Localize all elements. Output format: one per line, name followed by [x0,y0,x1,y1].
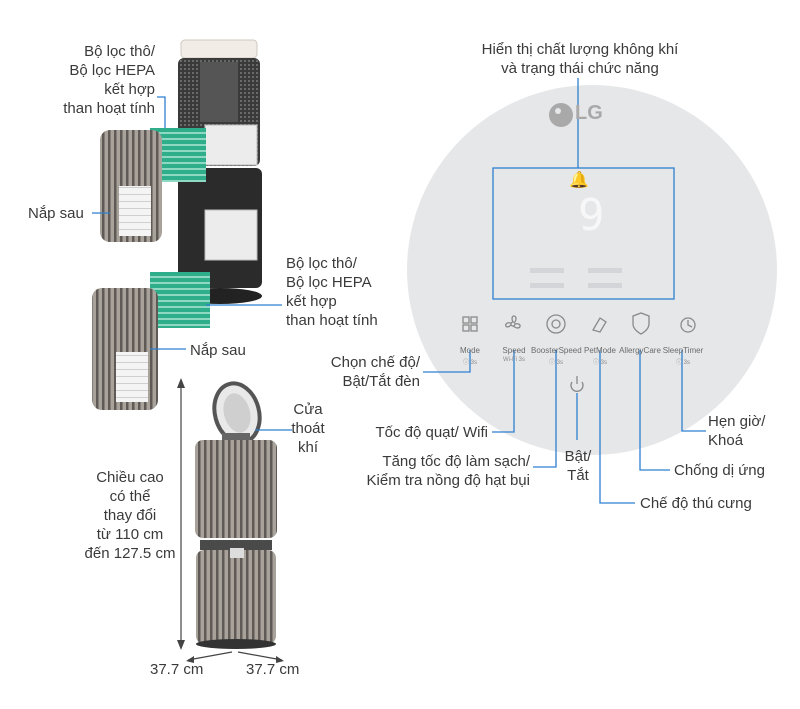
top-filter-line3: kết hợp [104,81,155,98]
allergy-shield-icon [632,312,650,335]
mode-icon [462,316,478,332]
allergy-callout: Chống dị ứng [674,462,765,479]
mid-filter-line3: kết hợp [286,293,337,310]
speed-callout: Tốc độ quạt/ Wifi [375,424,488,441]
outlet-line2: thoát [291,420,325,437]
height-label: Chiều cao có thể thay đổi từ 110 cm đến … [80,468,180,563]
mode-button-label: Mode [459,346,480,355]
top-filter-line1: Bộ lọc thô/ [84,43,155,60]
booster-button-sub: ⓘ 3s [548,360,563,366]
power-icon [570,376,584,392]
mid-filter-line2: Bộ lọc HEPA [286,274,372,291]
timer-callout: Hẹn giờ/ Khoá [708,412,765,450]
mid-filter-line1: Bộ lọc thô/ [286,255,357,272]
pet-callout: Chế độ thú cưng [640,495,752,512]
top-filter-label: Bộ lọc thô/ Bộ lọc HEPA kết hợp than hoạ… [30,42,155,118]
display-label: Hiển thị chất lượng không khí và trạng t… [460,40,700,78]
height-line4: từ 110 cm [96,526,164,543]
mid-filter-line4: than hoạt tính [286,312,378,329]
left-callouts [92,96,292,431]
timer-button-sub: ⓘ 3s [675,360,690,366]
height-line2: có thể [109,488,151,505]
outlet-line3: khí [297,439,318,456]
mode-callout-line2: Bật/Tắt đèn [342,373,420,390]
mode-callout-line1: Chọn chế độ/ [330,354,420,371]
timer-button-label: SleepTimer [662,346,704,355]
sleep-timer-icon [680,317,696,333]
display-frame [492,167,675,300]
booster-callout: Tăng tốc độ làm sạch/ Kiểm tra nồng độ h… [335,452,530,490]
height-line1: Chiều cao [96,469,164,486]
height-line3: thay đổi [103,507,157,524]
power-callout-line1: Bật/ [564,448,592,465]
width-dimension [186,651,284,663]
panel-button-power[interactable] [566,372,588,394]
pet-icon [592,317,607,333]
assembled-unit [195,381,277,649]
booster-callout-line2: Kiểm tra nồng độ hạt bụi [366,472,530,489]
display-label-line2: và trạng thái chức năng [501,60,659,77]
width-label-b: 37.7 cm [246,661,300,678]
mid-filter [150,272,210,328]
top-filter-line2: Bộ lọc HEPA [69,62,155,79]
booster-callout-line1: Tăng tốc độ làm sạch/ [382,453,530,470]
timer-callout-line1: Hẹn giờ/ [708,413,766,430]
height-line5: đến 127.5 cm [84,545,176,562]
speed-button-label: Speed [502,346,526,355]
lg-logo: LG [575,102,603,124]
timer-callout-line2: Khoá [708,432,744,449]
mid-cover-label: Nắp sau [190,342,246,359]
power-callout-line2: Tắt [567,467,589,484]
top-cover-label: Nắp sau [28,205,84,222]
power-callout: Bật/ Tắt [556,447,600,485]
pet-button-label: PetMode [583,346,617,355]
top-back-cover [100,130,162,242]
booster-icon [546,314,566,334]
outlet-line1: Cửa [293,401,323,418]
bell-icon: 🔔 [569,172,589,189]
fan-icon [505,315,521,329]
display-digit: 9 [578,190,605,241]
allergy-button-label: AllergyCare [619,346,661,355]
display-label-line1: Hiển thị chất lượng không khí [481,41,679,58]
height-dimension [177,378,185,650]
mid-back-cover [92,288,158,410]
outlet-label: Cửa thoát khí [288,400,328,457]
width-label-a: 37.7 cm [150,661,204,678]
speed-button-sub: Wi-Fi 3s [503,357,525,363]
pet-button-sub: ⓘ 3s [592,360,607,366]
mode-button-sub: ⓘ 3s [462,360,477,366]
booster-button-label: BoosterSpeed [531,346,582,355]
lg-logo-icon [549,103,573,127]
mode-callout: Chọn chế độ/ Bật/Tắt đèn [300,353,420,391]
top-filter-line4: than hoạt tính [63,100,155,117]
panel-callouts [423,78,706,504]
mid-filter-label: Bộ lọc thô/ Bộ lọc HEPA kết hợp than hoạ… [286,254,378,330]
